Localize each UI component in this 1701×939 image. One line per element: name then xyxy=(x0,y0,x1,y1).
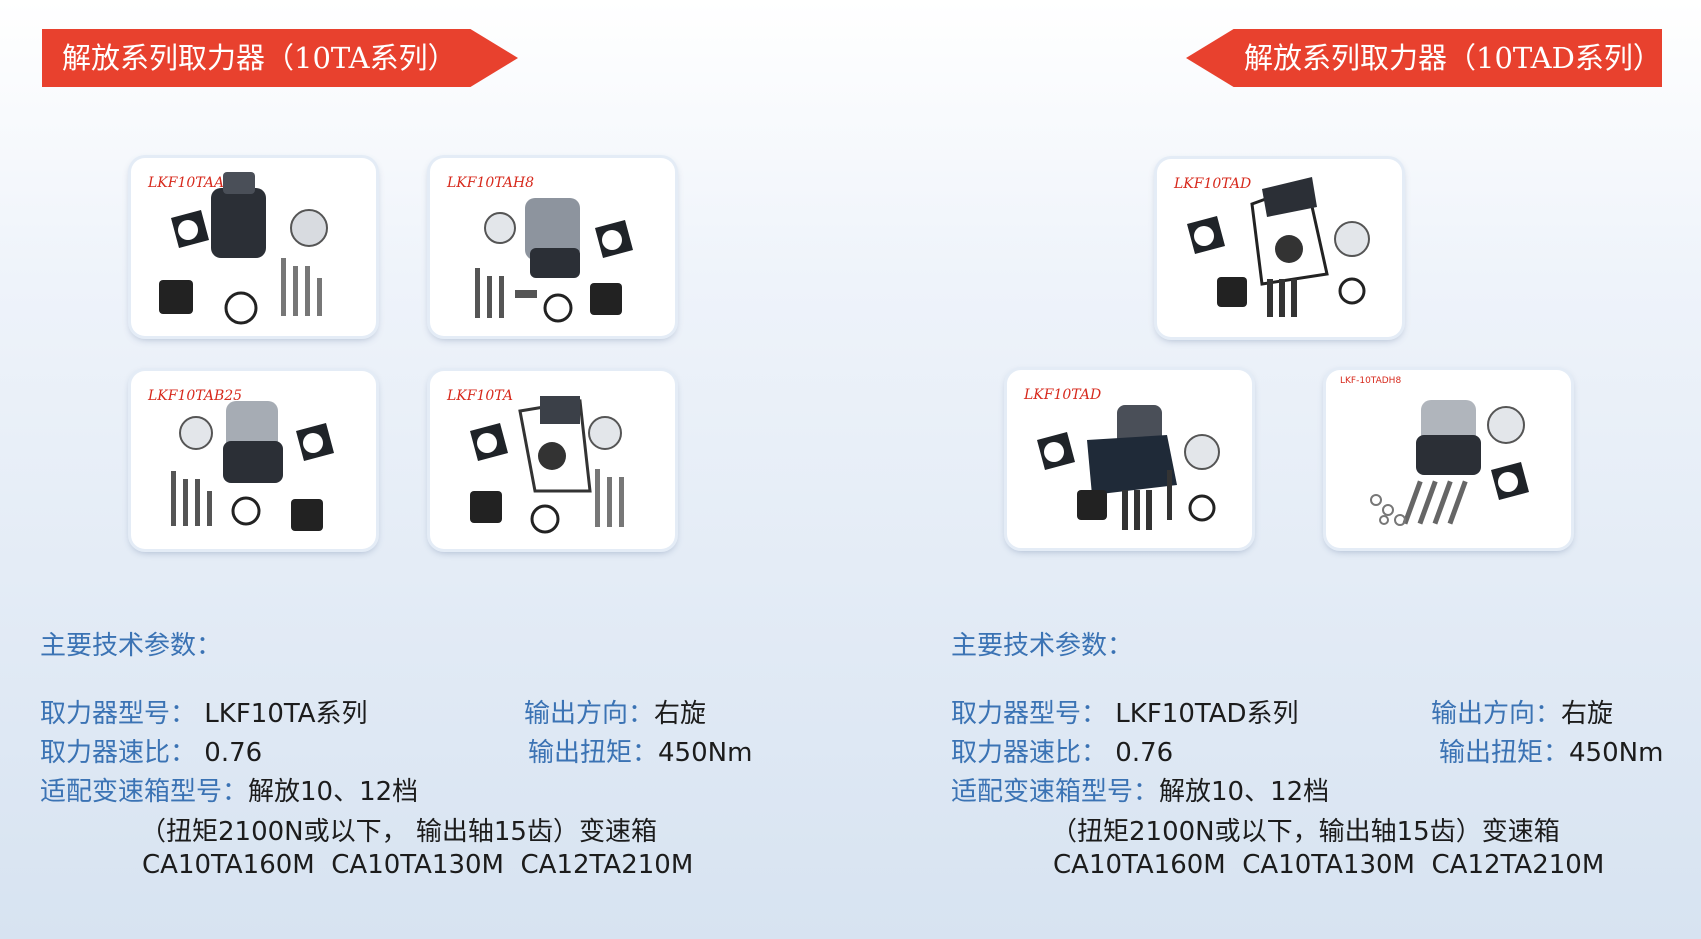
product-card-lkf10tah8[interactable]: LKF10TAH8 xyxy=(430,158,675,336)
specs-heading: 主要技术参数： xyxy=(40,631,223,661)
product-label: LKF10TA xyxy=(447,388,513,404)
ratio-label: 取力器速比： xyxy=(951,738,1108,768)
product-label: LKF10TAH8 xyxy=(447,175,535,191)
direction-value: 右旋 xyxy=(1561,699,1614,729)
torque-value: 450Nm xyxy=(1569,738,1664,768)
product-card-lkf10ta[interactable]: LKF10TA xyxy=(430,371,675,549)
gearbox-label: 适配变速箱型号： xyxy=(40,777,249,807)
gearbox-models: CA10TA160M CA10TA130M CA12TA210M xyxy=(142,850,694,880)
ratio-row: 取力器速比： 0.76 xyxy=(951,734,1173,773)
ratio-row: 取力器速比： 0.76 xyxy=(40,734,262,773)
torque-row: 输出扭矩：450Nm xyxy=(528,734,752,773)
gearbox-note: （扭矩2100N或以下，输出轴15齿）变速箱 xyxy=(1051,817,1560,847)
gearbox-row: 适配变速箱型号：解放10、12档 xyxy=(40,773,418,812)
product-label: LKF10TAD xyxy=(1174,176,1252,192)
model-label: 取力器型号： xyxy=(40,699,197,729)
model-row: 取力器型号： LKF10TAD系列 xyxy=(951,695,1299,734)
gearbox-label: 适配变速箱型号： xyxy=(951,777,1160,807)
direction-label: 输出方向： xyxy=(1431,699,1562,729)
gearbox-value: 解放10、12档 xyxy=(248,777,419,807)
product-card-lkf10tab25[interactable]: LKF10TAB25 xyxy=(131,371,376,549)
torque-label: 输出扭矩： xyxy=(528,738,659,768)
model-row: 取力器型号： LKF10TA系列 xyxy=(40,695,368,734)
ratio-label: 取力器速比： xyxy=(40,738,197,768)
product-card-lkf10tad-bottom[interactable]: LKF10TAD xyxy=(1007,370,1252,548)
model-value: LKF10TAD系列 xyxy=(1107,699,1299,729)
product-card-lkf-10tadh8[interactable]: LKF-10TADH8 xyxy=(1326,370,1571,548)
model-value: LKF10TA系列 xyxy=(196,699,368,729)
direction-label: 输出方向： xyxy=(524,699,655,729)
product-label: LKF-10TADH8 xyxy=(1340,376,1402,386)
product-label: LKF10TAD xyxy=(1024,387,1102,403)
torque-row: 输出扭矩：450Nm xyxy=(1439,734,1663,773)
pto-parts-image xyxy=(159,172,328,325)
product-label: LKF10TAB25 xyxy=(148,388,243,404)
banner-10tad: 解放系列取力器（10TAD系列） xyxy=(1186,29,1662,87)
product-card-lkf10taa[interactable]: LKF10TAA xyxy=(131,158,376,336)
ratio-value: 0.76 xyxy=(196,738,263,768)
banner-10ta: 解放系列取力器（10TA系列） xyxy=(42,29,518,87)
pto-parts-image xyxy=(171,401,334,531)
product-label: LKF10TAA xyxy=(148,175,225,191)
direction-row: 输出方向：右旋 xyxy=(1431,695,1613,734)
gearbox-models: CA10TA160M CA10TA130M CA12TA210M xyxy=(1053,850,1605,880)
pto-parts-image xyxy=(1037,405,1220,530)
specs-heading: 主要技术参数： xyxy=(951,631,1134,661)
pto-parts-image xyxy=(470,396,624,534)
direction-row: 输出方向：右旋 xyxy=(524,695,706,734)
model-label: 取力器型号： xyxy=(951,699,1108,729)
gearbox-note: （扭矩2100N或以下， 输出轴15齿）变速箱 xyxy=(140,817,657,847)
torque-value: 450Nm xyxy=(658,738,753,768)
pto-parts-image xyxy=(1187,177,1370,317)
ratio-value: 0.76 xyxy=(1107,738,1174,768)
product-card-lkf10tad-top[interactable]: LKF10TAD xyxy=(1157,159,1402,337)
torque-label: 输出扭矩： xyxy=(1439,738,1570,768)
pto-parts-image xyxy=(475,198,633,323)
gearbox-value: 解放10、12档 xyxy=(1159,777,1330,807)
direction-value: 右旋 xyxy=(654,699,707,729)
gearbox-row: 适配变速箱型号：解放10、12档 xyxy=(951,773,1329,812)
pto-parts-image xyxy=(1370,400,1529,526)
